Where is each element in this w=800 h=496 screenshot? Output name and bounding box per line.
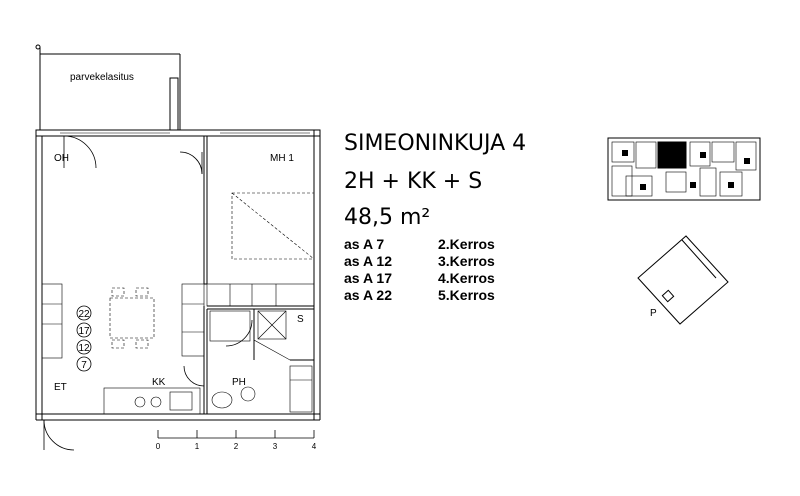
floor-marker-2: 17	[78, 326, 90, 337]
apartment-type: 2H + KK + S	[344, 169, 482, 194]
address-title: SIMEONINKUJA 4	[344, 131, 526, 156]
scale-tick-0: 0	[156, 442, 161, 451]
living-storage	[41, 283, 205, 359]
unit-1-floor: 2.Kerros	[438, 236, 495, 252]
bedroom-furniture	[206, 192, 315, 307]
kitchen-counter	[103, 387, 201, 415]
room-label-sauna: S	[297, 314, 304, 325]
unit-4-floor: 5.Kerros	[438, 287, 495, 303]
dining-table	[109, 287, 155, 349]
unit-2-floor: 3.Kerros	[438, 253, 495, 269]
building-key-plan	[607, 137, 761, 201]
room-label-bath: PH	[232, 377, 246, 388]
interior-walls	[203, 136, 314, 414]
apartment-plan	[35, 44, 321, 451]
highlighted-apartment	[657, 141, 687, 169]
unit-1-number: as A 7	[344, 236, 384, 252]
scale-tick-3: 3	[273, 442, 278, 451]
orientation-diagram	[637, 235, 729, 325]
scale-tick-1: 1	[195, 442, 200, 451]
room-label-living: OH	[54, 153, 69, 164]
apartment-area: 48,5 m²	[344, 205, 430, 230]
orientation-label: P	[650, 308, 657, 319]
floor-markers	[76, 305, 92, 372]
unit-4-number: as A 22	[344, 287, 392, 303]
bathroom-fixtures	[209, 310, 313, 413]
scale-tick-2: 2	[234, 442, 239, 451]
floor-marker-4: 7	[81, 360, 87, 371]
room-label-bedroom: MH 1	[270, 153, 294, 164]
scale-bar	[157, 430, 315, 439]
floor-marker-1: 22	[78, 309, 90, 320]
outer-walls	[35, 129, 321, 421]
unit-3-floor: 4.Kerros	[438, 270, 495, 286]
doors	[43, 135, 253, 451]
unit-3-number: as A 17	[344, 270, 392, 286]
balcony	[35, 44, 181, 133]
floor-marker-3: 12	[78, 343, 90, 354]
scale-tick-4: 4	[312, 442, 317, 451]
sauna	[253, 310, 314, 361]
unit-2-number: as A 12	[344, 253, 392, 269]
room-label-kitchen: KK	[152, 377, 166, 388]
balcony-label: parvekelasitus	[70, 72, 134, 83]
room-label-entry: ET	[54, 382, 67, 393]
